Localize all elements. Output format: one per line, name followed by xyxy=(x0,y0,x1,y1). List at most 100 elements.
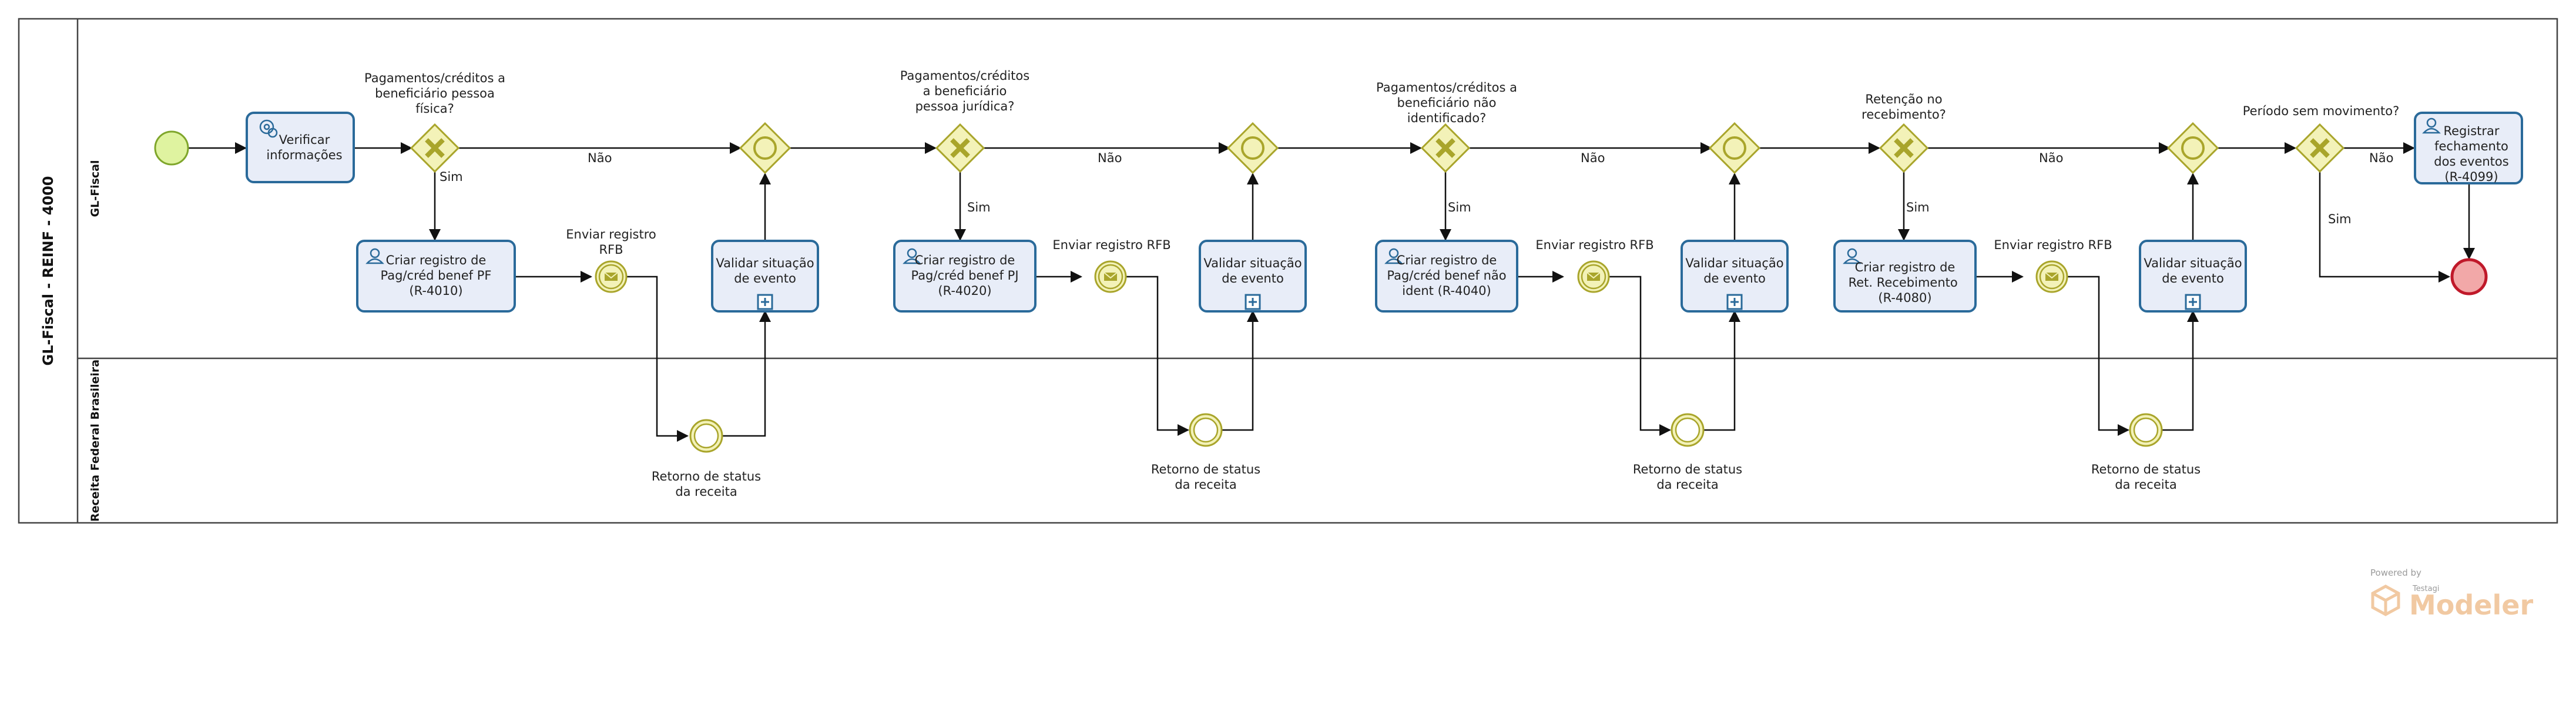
circle-icon xyxy=(2181,136,2205,160)
catch-event[interactable] xyxy=(1189,413,1223,447)
circle-icon xyxy=(1241,136,1264,160)
plus-icon xyxy=(757,294,773,310)
lane-title-gl-fiscal: GL-Fiscal xyxy=(89,160,102,217)
envelope-icon xyxy=(2045,272,2059,281)
envelope-icon xyxy=(1103,272,1118,281)
gateway-label: Período sem movimento? xyxy=(2243,104,2399,118)
event-label: Enviar registro RFB xyxy=(1535,238,1653,252)
gateway-exclusive[interactable] xyxy=(2295,123,2345,173)
user-icon xyxy=(2422,117,2441,134)
flow-label-sim: Sim xyxy=(440,170,463,184)
flow[interactable] xyxy=(1111,276,1189,436)
user-icon xyxy=(903,248,921,264)
flows xyxy=(172,142,2475,442)
gateway-exclusive[interactable] xyxy=(410,123,460,173)
message-event[interactable] xyxy=(595,260,628,293)
gateway-merge[interactable] xyxy=(1708,122,1761,174)
flow[interactable] xyxy=(723,310,771,437)
flow-label-sim: Sim xyxy=(2328,212,2352,226)
flow-label-nao: Não xyxy=(2039,151,2063,165)
user-icon xyxy=(1843,248,1861,264)
flow-labels: Sim Não Sim Não Sim Não Sim Não Não Sim xyxy=(440,151,2393,226)
flow-label-sim: Sim xyxy=(967,200,991,214)
watermark-brand: Testagi xyxy=(2412,585,2439,593)
flow[interactable] xyxy=(2162,310,2199,431)
flow-label-nao: Não xyxy=(2369,151,2393,165)
event-label: Enviar registro RFB xyxy=(1052,238,1170,252)
end-event[interactable] xyxy=(2450,258,2488,295)
message-event[interactable] xyxy=(1094,260,1127,293)
event-label: Enviar registro RFB xyxy=(1994,238,2112,252)
plus-icon xyxy=(1726,294,1743,310)
gateway-merge[interactable] xyxy=(739,122,791,174)
circle-icon xyxy=(1723,136,1746,160)
envelope-icon xyxy=(604,272,618,281)
flow-label-sim: Sim xyxy=(1906,200,1930,214)
gateway-exclusive[interactable] xyxy=(1420,123,1471,173)
user-icon xyxy=(1384,248,1403,264)
flow[interactable] xyxy=(2052,276,2129,436)
message-event[interactable] xyxy=(1577,260,1610,293)
flow[interactable] xyxy=(620,276,689,442)
flow[interactable] xyxy=(2319,172,2450,283)
gateway-exclusive[interactable] xyxy=(935,123,985,173)
plus-icon xyxy=(2185,294,2201,310)
flow[interactable] xyxy=(1594,276,1671,436)
flow[interactable] xyxy=(1704,310,1740,431)
cube-icon xyxy=(2371,585,2400,616)
flow[interactable] xyxy=(1222,310,1259,431)
gateway-merge[interactable] xyxy=(2166,122,2219,174)
watermark: Powered by Testagi Modeler xyxy=(2370,567,2533,621)
gateway-merge[interactable] xyxy=(1226,122,1279,174)
catch-event[interactable] xyxy=(689,419,723,453)
envelope-icon xyxy=(1586,272,1601,281)
start-event[interactable] xyxy=(154,130,189,166)
x-icon xyxy=(1894,138,1914,158)
flow-label-sim: Sim xyxy=(1448,200,1471,214)
catch-event[interactable] xyxy=(1671,413,1705,447)
lane-title-receita: Receita Federal Brasileira xyxy=(89,360,102,522)
circle-icon xyxy=(753,136,777,160)
flow-label-nao: Não xyxy=(588,151,612,165)
catch-event[interactable] xyxy=(2129,413,2163,447)
flow-label-nao: Não xyxy=(1581,151,1605,165)
x-icon xyxy=(425,138,445,158)
gateway-exclusive[interactable] xyxy=(1879,123,1929,173)
user-icon xyxy=(365,248,384,264)
message-event[interactable] xyxy=(2035,260,2068,293)
watermark-product: Modeler xyxy=(2409,589,2533,621)
gear-icon xyxy=(259,119,278,138)
watermark-powered: Powered by xyxy=(2370,567,2421,578)
x-icon xyxy=(1435,138,1455,158)
